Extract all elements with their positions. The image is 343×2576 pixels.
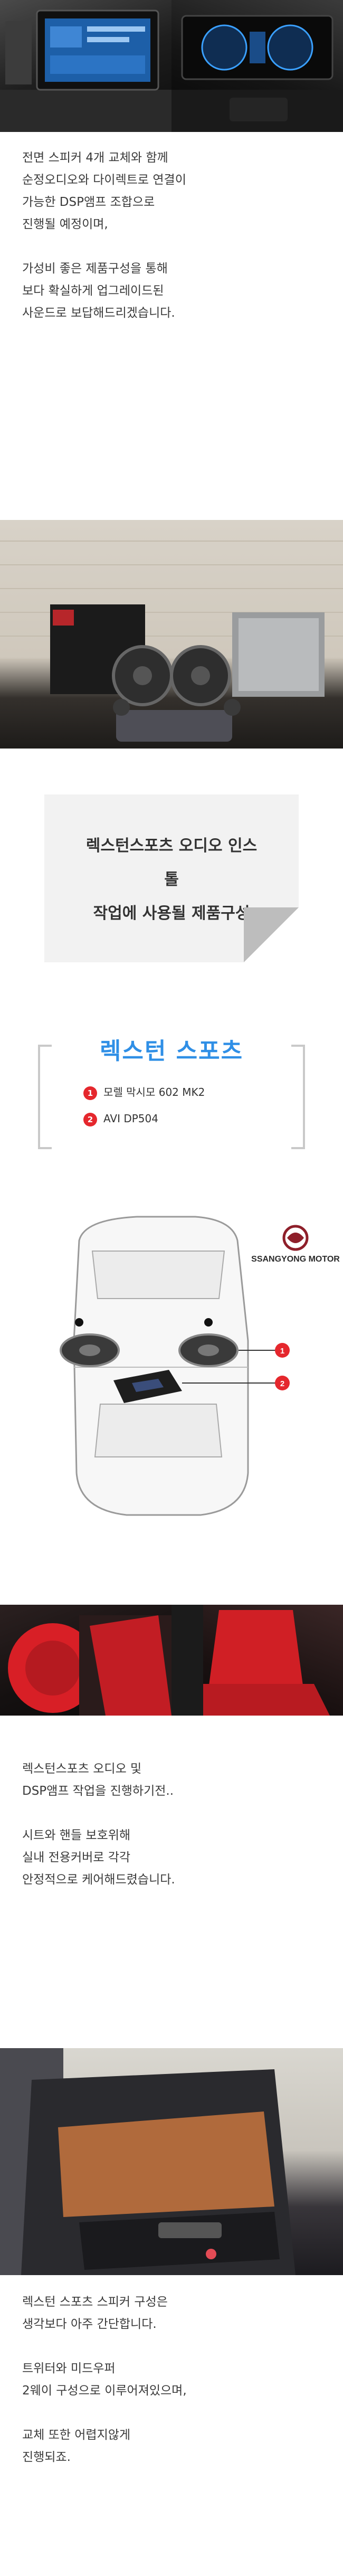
head-unit-screen-photo <box>0 0 172 132</box>
car-diagram-svg: 1 2 SSANGYONG MOTOR <box>60 1216 340 1516</box>
page-fold-corner <box>244 907 299 962</box>
intro-line: 가성비 좋은 제품구성을 통해 <box>22 262 168 276</box>
tweeter-left <box>75 1318 83 1327</box>
car-install-diagram: 1 2 SSANGYONG MOTOR <box>0 1209 343 1520</box>
work-line: 안정적으로 케어해드렸습니다. <box>22 1873 175 1887</box>
config-line: 진행되죠. <box>22 2450 71 2464</box>
tweeter-right <box>204 1318 213 1327</box>
product-item: 2 AVI DP504 <box>83 1112 158 1126</box>
item-number-badge: 2 <box>83 1112 97 1126</box>
config-line: 생각보다 아주 간단합니다. <box>22 2317 157 2331</box>
config-line: 2웨이 구성으로 이루어져있으며, <box>22 2384 187 2398</box>
intro-line: 가능한 DSP앰프 조합으로 <box>22 195 155 209</box>
door-photo-illustration <box>0 2048 296 2275</box>
banner-title: 렉스턴스포츠 오디오 인스 톨 작업에 사용될 제품구성 <box>44 829 299 931</box>
marker-2-label: 2 <box>280 1379 284 1388</box>
door-panel-photo <box>0 2048 343 2275</box>
dashboard-display-photo <box>172 0 343 132</box>
banner-line: 렉스턴스포츠 오디오 인스 <box>85 837 258 855</box>
product-photo-illustration <box>0 541 343 742</box>
product-list-box: 렉스턴 스포츠 1 모렐 막시모 602 MK2 2 AVI DP504 <box>38 1032 305 1153</box>
item-number-badge: 1 <box>83 1086 97 1100</box>
intro-text: 전면 스피커 4개 교체와 함께 순정오디오와 다이렉트로 연결이 가능한 DS… <box>22 147 318 324</box>
product-item-label: 모렐 막시모 602 MK2 <box>103 1086 205 1098</box>
marker-1 <box>275 1343 290 1358</box>
head-unit-screen-illustration <box>0 10 172 132</box>
steering-wheel-cover-photo <box>0 1605 172 1716</box>
work-line: 시트와 핸들 보호위해 <box>22 1829 131 1842</box>
rear-window <box>94 1404 223 1457</box>
left-bracket <box>38 1045 52 1149</box>
intro-line: 진행될 예정이며, <box>22 217 108 231</box>
banner-line: 작업에 사용될 제품구성 <box>93 904 250 923</box>
seat-cover-photo <box>172 1605 343 1716</box>
right-bracket <box>291 1045 305 1149</box>
work-line: DSP앰프 작업을 진행하기전.. <box>22 1784 174 1798</box>
brand-label: SSANGYONG MOTOR <box>251 1255 340 1264</box>
banner-line: 톨 <box>164 870 179 889</box>
config-line: 교체 또한 어렵지않게 <box>22 2428 131 2442</box>
work-line: 렉스턴스포츠 오디오 및 <box>22 1762 142 1776</box>
marker-2 <box>275 1376 290 1390</box>
work-line: 실내 전용커버로 각각 <box>22 1851 131 1864</box>
windshield <box>91 1251 225 1299</box>
intro-line: 전면 스피커 4개 교체와 함께 <box>22 151 168 165</box>
ssangyong-logo-icon <box>282 1225 309 1251</box>
config-text: 렉스턴 스포츠 스피커 구성은 생각보다 아주 간단합니다. 트위터와 미드우퍼… <box>22 2291 318 2468</box>
seat-cover-illustration <box>172 1605 330 1716</box>
speaker-and-amp-product-photo <box>0 520 343 749</box>
config-line: 트위터와 미드우퍼 <box>22 2362 116 2375</box>
config-line: 렉스턴 스포츠 스피커 구성은 <box>22 2295 168 2309</box>
intro-line: 보다 확실하게 업그레이드된 <box>22 284 164 298</box>
product-item: 1 모렐 막시모 602 MK2 <box>83 1084 205 1100</box>
product-box-title: 렉스턴 스포츠 <box>99 1038 244 1065</box>
dashboard-display-illustration <box>172 15 343 132</box>
marker-1-label: 1 <box>280 1347 284 1356</box>
work-text: 렉스턴스포츠 오디오 및 DSP앰프 작업을 진행하기전.. 시트와 핸들 보호… <box>22 1758 318 1891</box>
steering-cover-illustration <box>8 1615 172 1716</box>
intro-line: 사운드로 보답해드리겠습니다. <box>22 306 175 320</box>
intro-line: 순정오디오와 다이렉트로 연결이 <box>22 173 186 187</box>
section-banner: 렉스턴스포츠 오디오 인스 톨 작업에 사용될 제품구성 <box>44 794 299 962</box>
product-item-label: AVI DP504 <box>103 1112 158 1125</box>
